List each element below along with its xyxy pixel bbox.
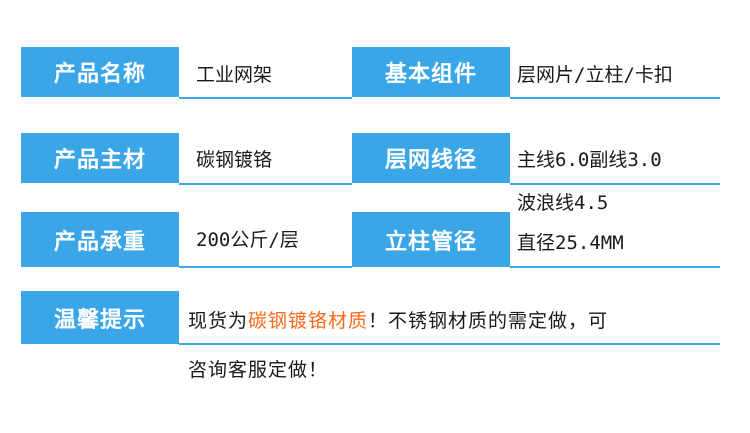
- value-material: 碳钢镀铬: [196, 148, 273, 171]
- label-load-capacity: 产品承重: [21, 212, 179, 267]
- value-components: 层网片/立柱/卡扣: [517, 63, 673, 86]
- label-components: 基本组件: [352, 47, 510, 97]
- underline-product-name: [179, 97, 352, 99]
- label-post-diameter: 立柱管径: [352, 212, 510, 267]
- notice-suffix: ！不锈钢材质的需定做，可: [368, 310, 609, 332]
- label-product-name: 产品名称: [21, 47, 179, 97]
- value-product-name: 工业网架: [196, 63, 273, 86]
- notice-text-line2: 咨询客服定做！: [188, 359, 329, 381]
- value-load-capacity: 200公斤/层: [196, 228, 299, 251]
- label-material: 产品主材: [21, 133, 179, 183]
- label-wire-diameter: 层网线径: [352, 133, 510, 183]
- underline-post-diameter: [510, 266, 720, 268]
- value-post-wave: 波浪线4.5: [517, 191, 609, 214]
- underline-notice: [179, 343, 720, 345]
- underline-wire-diameter: [510, 183, 720, 185]
- value-wire-diameter: 主线6.0副线3.0: [517, 148, 662, 171]
- notice-prefix: 现货为: [188, 310, 249, 332]
- notice-highlight: 碳钢镀铬材质: [248, 310, 369, 332]
- underline-load-capacity: [179, 266, 352, 268]
- value-post-diameter: 直径25.4MM: [517, 231, 624, 254]
- notice-text: 现货为碳钢镀铬材质！不锈钢材质的需定做，可: [188, 306, 608, 333]
- label-notice: 温馨提示: [21, 291, 179, 344]
- underline-components: [510, 97, 720, 99]
- underline-material: [179, 183, 352, 185]
